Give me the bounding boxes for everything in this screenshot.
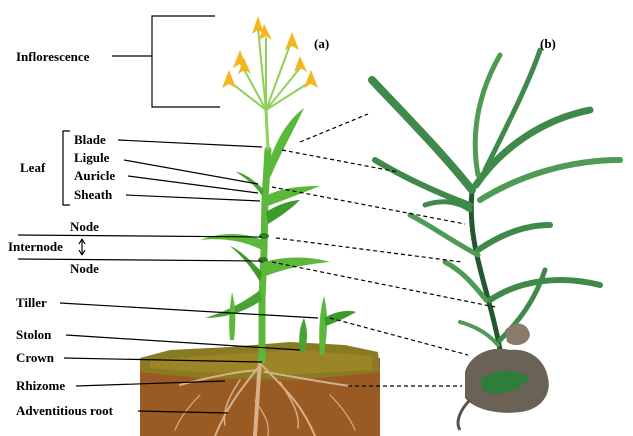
label-rhizome: Rhizome	[16, 378, 65, 393]
panel-a-label: (a)	[314, 36, 329, 51]
label-blade: Blade	[74, 132, 106, 147]
label-adventitious-root: Adventitious root	[16, 403, 114, 418]
label-stolon: Stolon	[16, 327, 52, 342]
label-internode: Internode	[8, 239, 63, 254]
inflorescence	[222, 16, 318, 110]
panel-b-label: (b)	[540, 36, 556, 51]
label-auricle: Auricle	[74, 168, 115, 183]
main-stem	[258, 110, 269, 360]
label-crown: Crown	[16, 350, 55, 365]
label-leaf: Leaf	[20, 160, 46, 175]
label-node-top: Node	[70, 219, 99, 234]
label-inflorescence: Inflorescence	[16, 49, 90, 64]
label-tiller: Tiller	[16, 295, 47, 310]
label-sheath: Sheath	[74, 187, 113, 202]
label-node-bottom: Node	[70, 261, 99, 276]
photo-panel-b	[372, 50, 620, 430]
label-ligule: Ligule	[74, 150, 110, 165]
illustration-panel-a	[140, 16, 380, 436]
